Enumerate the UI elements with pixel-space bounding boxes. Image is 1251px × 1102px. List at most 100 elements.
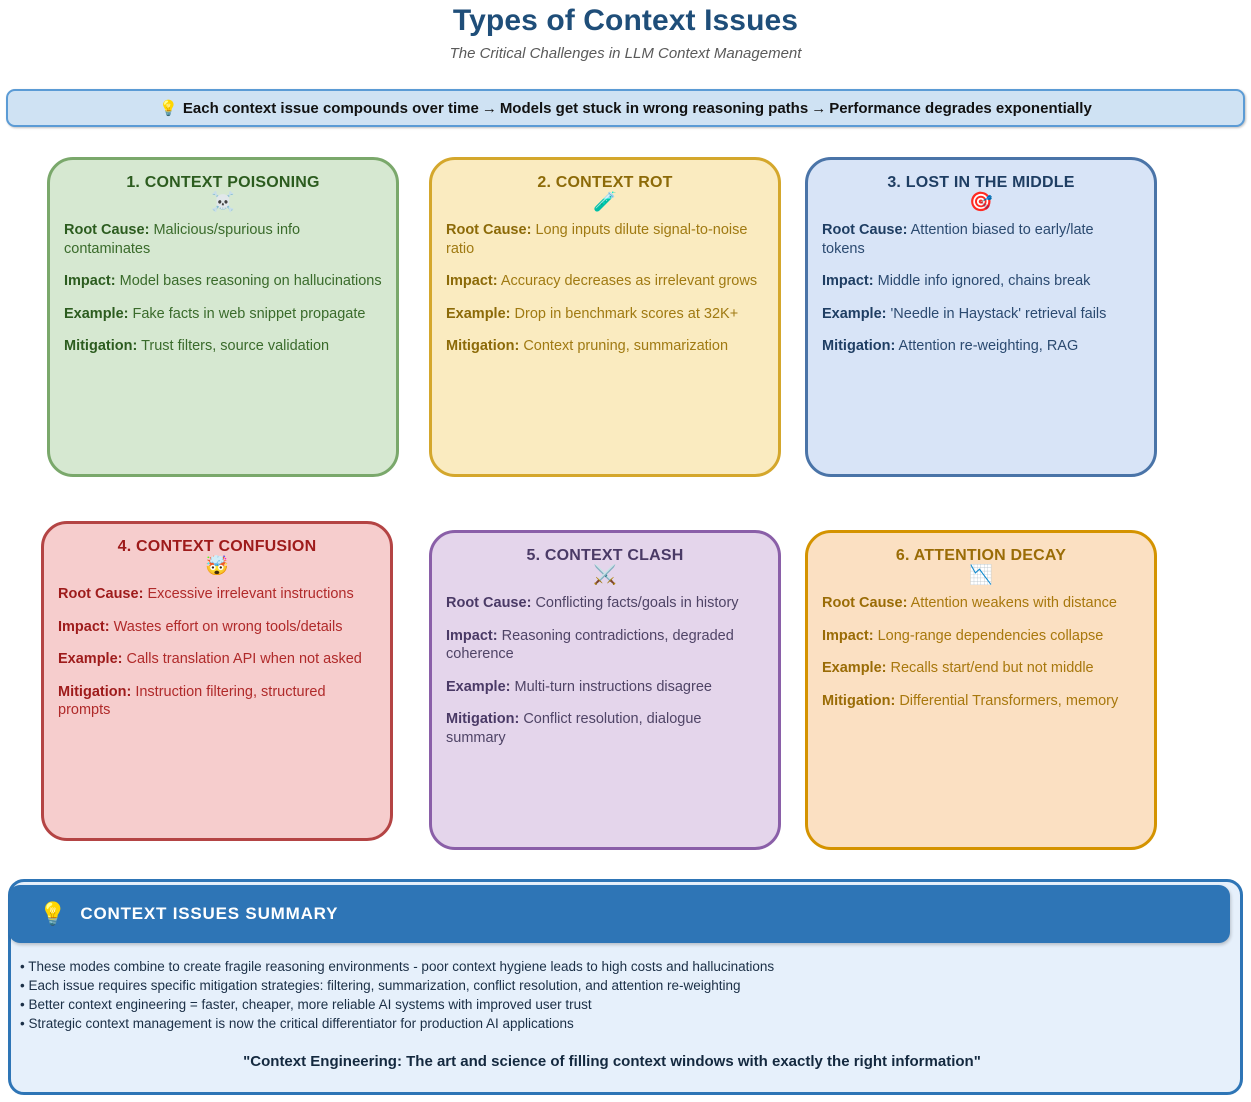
card-title: 6. ATTENTION DECAY	[895, 547, 1067, 564]
card-title: 1. CONTEXT POISONING	[126, 174, 320, 191]
card-example: Example: Fake facts in web snippet propa…	[64, 305, 382, 324]
example-label: Example:	[822, 305, 887, 322]
light-bulb-icon: 💡	[39, 901, 67, 926]
crossed-swords-icon: ⚔️	[593, 565, 617, 586]
mitigation-value: Differential Transformers, memory	[899, 692, 1119, 709]
example-label: Example:	[446, 305, 511, 322]
card-root-cause: Root Cause: Long inputs dilute signal-to…	[446, 221, 764, 258]
flow-arrow-2: →	[811, 100, 827, 117]
mitigation-value: Instruction filtering, structured prompt…	[58, 683, 326, 719]
card-impact: Impact: Middle info ignored, chains brea…	[822, 272, 1140, 291]
page-subtitle: The Critical Challenges in LLM Context M…	[449, 45, 802, 62]
example-label: Example:	[822, 660, 887, 677]
impact-label: Impact:	[822, 627, 874, 644]
card-example: Example: 'Needle in Haystack' retrieval …	[822, 305, 1140, 324]
root-cause-value: Long inputs dilute signal-to-noise ratio	[446, 222, 748, 257]
card-example: Example: Drop in benchmark scores at 32K…	[446, 305, 764, 324]
impact-label: Impact:	[446, 627, 498, 644]
impact-label: Impact:	[446, 273, 498, 290]
mitigation-label: Mitigation:	[64, 338, 138, 355]
mitigation-label: Mitigation:	[822, 338, 896, 355]
light-bulb-icon: 💡	[159, 100, 178, 117]
card-example: Example: Recalls start/end but not middl…	[822, 659, 1140, 678]
direct-hit-target-icon: 🎯	[969, 192, 993, 213]
example-value: Calls translation API when not asked	[126, 651, 362, 668]
impact-value: Wastes effort on wrong tools/details	[113, 618, 343, 635]
card-impact: Impact: Wastes effort on wrong tools/det…	[58, 618, 376, 637]
mitigation-value: Conflict resolution, dialogue summary	[446, 711, 702, 746]
card-root-cause: Root Cause: Conflicting facts/goals in h…	[446, 594, 764, 613]
example-label: Example:	[58, 651, 123, 668]
root-cause-label: Root Cause:	[446, 595, 532, 611]
impact-value: Middle info ignored, chains break	[877, 273, 1091, 290]
issue-card-context-clash: 5. CONTEXT CLASH ⚔️ Root Cause: Conflict…	[429, 530, 781, 850]
mitigation-value: Trust filters, source validation	[141, 338, 330, 355]
impact-value: Accuracy decreases as irrelevant grows	[500, 273, 758, 290]
issue-card-context-confusion: 4. CONTEXT CONFUSION 🤯 Root Cause: Exces…	[41, 521, 393, 841]
list-item: • Each issue requires specific mitigatio…	[20, 978, 741, 994]
root-cause-value: Conflicting facts/goals in history	[535, 595, 739, 611]
list-item: • These modes combine to create fragile …	[20, 959, 775, 974]
impact-value: Model bases reasoning on hallucinations	[119, 273, 382, 290]
test-tube-icon: 🧪	[593, 192, 617, 213]
card-mitigation: Mitigation: Attention re-weighting, RAG	[822, 337, 1140, 356]
impact-value: Long-range dependencies collapse	[877, 627, 1104, 644]
example-label: Example:	[446, 678, 511, 695]
skull-and-crossbones-icon: ☠️	[211, 192, 235, 213]
issue-card-lost-in-the-middle: 3. LOST IN THE MIDDLE 🎯 Root Cause: Atte…	[805, 157, 1157, 477]
flow-banner-text: 💡Each context issue compounds over time→…	[159, 99, 1092, 117]
root-cause-label: Root Cause:	[822, 595, 908, 611]
card-mitigation: Mitigation: Differential Transformers, m…	[822, 692, 1140, 711]
example-value: Multi-turn instructions disagree	[514, 678, 712, 695]
issue-card-attention-decay: 6. ATTENTION DECAY 📉 Root Cause: Attenti…	[805, 530, 1157, 850]
card-title: 4. CONTEXT CONFUSION	[117, 538, 317, 555]
card-title: 3. LOST IN THE MIDDLE	[887, 174, 1075, 191]
issue-card-context-rot: 2. CONTEXT ROT 🧪 Root Cause: Long inputs…	[429, 157, 781, 477]
issue-card-context-poisoning: 1. CONTEXT POISONING ☠️ Root Cause: Mali…	[47, 157, 399, 477]
card-root-cause: Root Cause: Attention biased to early/la…	[822, 221, 1140, 258]
card-example: Example: Calls translation API when not …	[58, 650, 376, 669]
card-root-cause: Root Cause: Attention weakens with dista…	[822, 594, 1140, 613]
summary-bullet-list: • These modes combine to create fragile …	[20, 957, 1200, 1034]
flow-segment-1: Each context issue compounds over time	[182, 100, 479, 117]
mitigation-label: Mitigation:	[446, 711, 520, 728]
card-impact: Impact: Long-range dependencies collapse	[822, 627, 1140, 646]
card-mitigation: Mitigation: Instruction filtering, struc…	[58, 683, 376, 720]
card-example: Example: Multi-turn instructions disagre…	[446, 678, 764, 697]
impact-value: Reasoning contradictions, degraded coher…	[446, 627, 734, 663]
mitigation-label: Mitigation:	[58, 683, 132, 700]
flow-segment-2: Models get stuck in wrong reasoning path…	[499, 100, 809, 117]
root-cause-label: Root Cause:	[446, 222, 532, 238]
flow-arrow-1: →	[481, 100, 497, 117]
card-impact: Impact: Accuracy decreases as irrelevant…	[446, 272, 764, 291]
example-value: 'Needle in Haystack' retrieval fails	[890, 305, 1107, 322]
downwards-chart-icon: 📉	[969, 565, 993, 586]
root-cause-value: Attention biased to early/late tokens	[822, 222, 1094, 257]
summary-quote: "Context Engineering: The art and scienc…	[243, 1053, 981, 1070]
example-value: Fake facts in web snippet propagate	[132, 305, 366, 322]
example-value: Recalls start/end but not middle	[890, 660, 1094, 677]
mitigation-label: Mitigation:	[446, 338, 520, 355]
card-mitigation: Mitigation: Context pruning, summarizati…	[446, 337, 764, 356]
root-cause-value: Attention weakens with distance	[910, 595, 1117, 611]
card-mitigation: Mitigation: Conflict resolution, dialogu…	[446, 710, 764, 747]
impact-label: Impact:	[64, 273, 116, 290]
flow-banner: 💡Each context issue compounds over time→…	[6, 89, 1245, 127]
card-title: 2. CONTEXT ROT	[537, 174, 673, 191]
card-root-cause: Root Cause: Malicious/spurious info cont…	[64, 221, 382, 258]
root-cause-value: Excessive irrelevant instructions	[147, 586, 354, 602]
example-label: Example:	[64, 305, 129, 322]
summary-header: 💡 CONTEXT ISSUES SUMMARY	[9, 885, 1230, 943]
impact-label: Impact:	[822, 273, 874, 290]
flow-segment-3: Performance degrades exponentially	[829, 100, 1092, 117]
root-cause-label: Root Cause:	[64, 222, 150, 238]
card-title: 5. CONTEXT CLASH	[526, 547, 684, 564]
summary-title: CONTEXT ISSUES SUMMARY	[80, 904, 339, 923]
root-cause-label: Root Cause:	[58, 586, 144, 602]
card-impact: Impact: Model bases reasoning on halluci…	[64, 272, 382, 291]
card-mitigation: Mitigation: Trust filters, source valida…	[64, 337, 382, 356]
example-value: Drop in benchmark scores at 32K+	[514, 305, 739, 322]
list-item: • Strategic context management is now th…	[20, 1016, 574, 1032]
page-title: Types of Context Issues	[452, 4, 799, 37]
card-impact: Impact: Reasoning contradictions, degrad…	[446, 627, 764, 664]
